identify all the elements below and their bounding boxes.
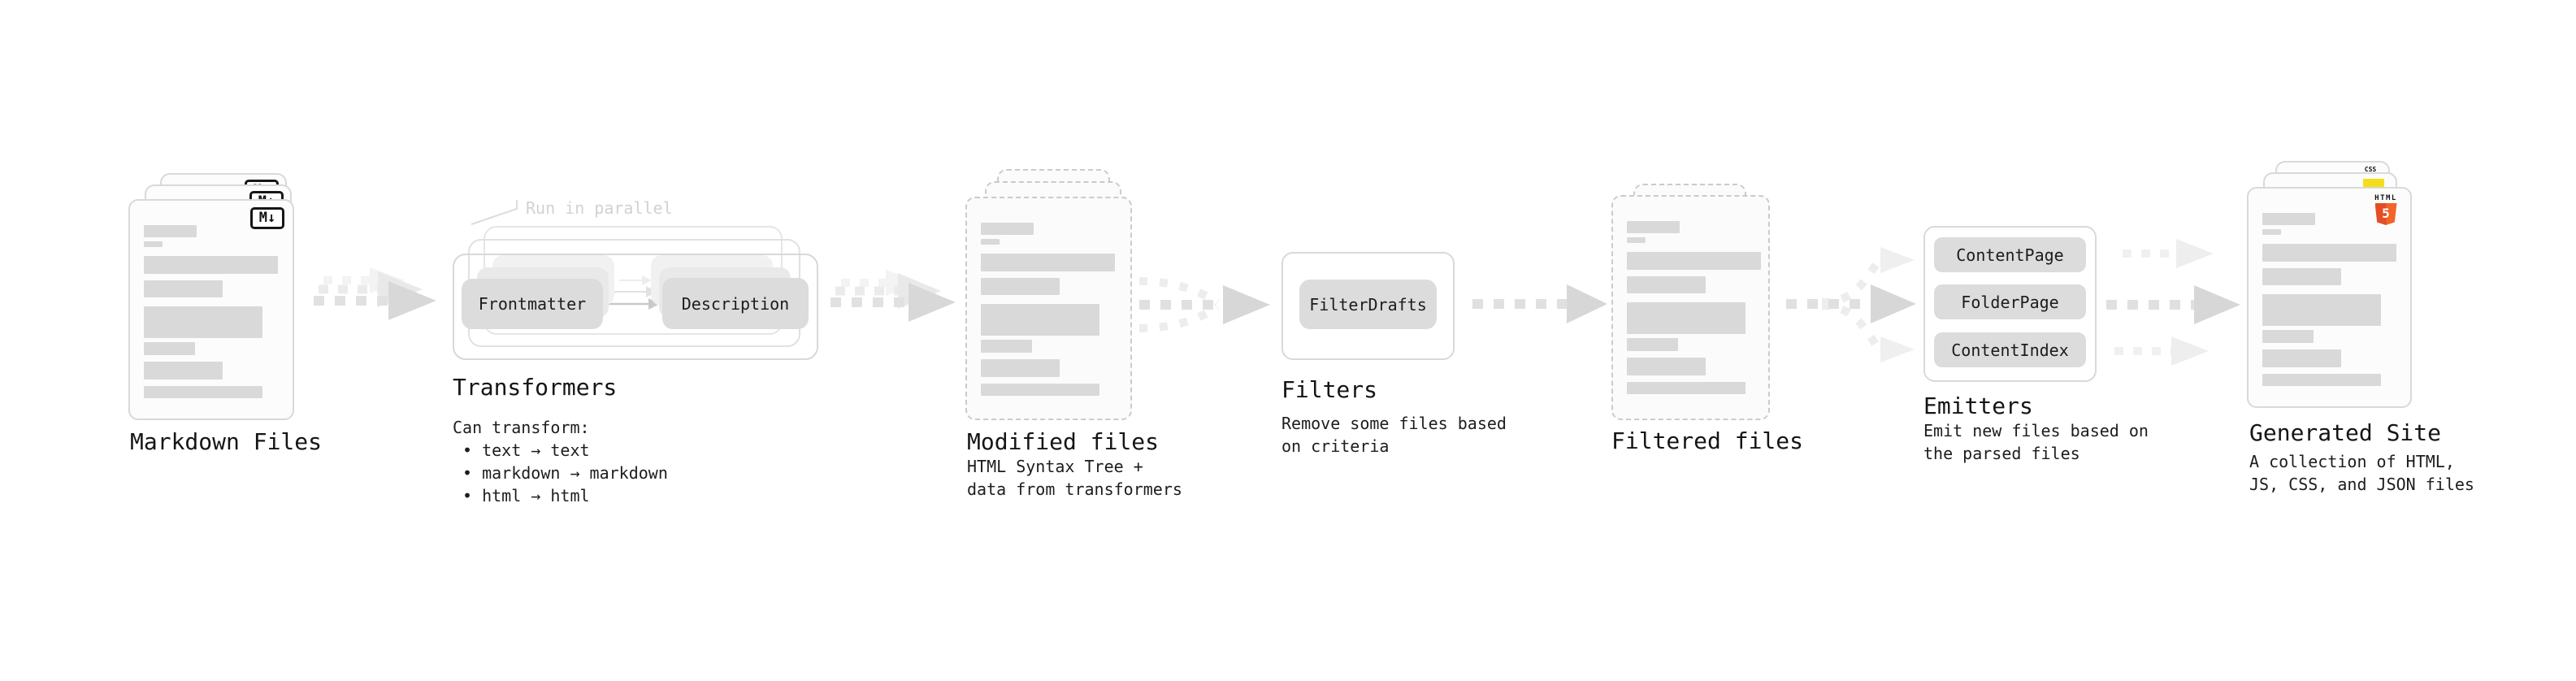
pill-contentindex: ContentIndex xyxy=(1934,332,2086,367)
file-page xyxy=(1611,195,1770,420)
stage-desc-generated-site: A collection of HTML, JS, CSS, and JSON … xyxy=(2249,450,2474,496)
content-bar xyxy=(2262,349,2341,367)
stage-title-emitters: Emitters xyxy=(1923,393,2033,419)
stage-title-filters: Filters xyxy=(1281,376,1378,403)
pill-folderpage: FolderPage xyxy=(1934,284,2086,319)
stage-desc-filters: Remove some files based on criteria xyxy=(1281,412,1507,458)
pill-contentpage: ContentPage xyxy=(1934,237,2086,272)
content-bar xyxy=(1627,276,1706,293)
content-bar xyxy=(144,256,278,274)
css-badge-label: CSS xyxy=(2364,166,2377,173)
content-bar xyxy=(981,384,1099,396)
content-bar xyxy=(144,306,262,338)
arrow-transformers-to-modified xyxy=(830,270,956,322)
stage-title-markdown-files: Markdown Files xyxy=(130,428,323,455)
content-bar xyxy=(2262,374,2381,386)
content-bar xyxy=(1627,358,1706,375)
content-bar xyxy=(2262,330,2314,343)
pill-filterdrafts: FilterDrafts xyxy=(1299,280,1437,329)
doc-content-bars xyxy=(130,201,293,419)
content-bar xyxy=(2262,244,2396,262)
html5-logo-word: HTML xyxy=(2374,194,2397,202)
desc-line: HTML Syntax Tree + xyxy=(967,457,1143,476)
stage-desc-modified-files: HTML Syntax Tree + data from transformer… xyxy=(967,455,1182,501)
desc-line: Can transform: xyxy=(453,418,590,437)
content-bar xyxy=(1627,237,1646,243)
content-bar xyxy=(981,254,1115,271)
content-bar xyxy=(2262,294,2381,326)
desc-line: A collection of HTML, xyxy=(2249,452,2455,471)
transformers-frame-front xyxy=(453,254,818,360)
content-bar xyxy=(1627,338,1678,351)
desc-line: • markdown → markdown xyxy=(462,463,668,483)
doc-content-bars xyxy=(2249,189,2410,406)
stage-desc-emitters: Emit new files based on the parsed files xyxy=(1923,419,2149,465)
content-bar xyxy=(981,340,1032,353)
content-bar xyxy=(1627,221,1680,233)
stage-title-modified-files: Modified files xyxy=(967,428,1160,455)
arrow-filtered-to-emitters-branch xyxy=(1786,247,1916,362)
content-bar xyxy=(144,225,197,237)
content-bar xyxy=(981,239,1000,245)
doc-content-bars xyxy=(1613,197,1768,419)
pill-description: Description xyxy=(662,278,809,329)
content-bar xyxy=(144,241,163,247)
content-bar xyxy=(144,386,262,398)
markdown-logo-badge: M↓ xyxy=(250,207,284,229)
content-bar xyxy=(2262,229,2281,235)
desc-line: • html → html xyxy=(462,486,590,505)
filters-frame xyxy=(1281,252,1455,360)
desc-line: data from transformers xyxy=(967,479,1182,499)
file-page: M↓ xyxy=(128,199,294,420)
content-bar xyxy=(144,362,223,380)
content-bar xyxy=(981,359,1060,377)
stage-title-transformers: Transformers xyxy=(453,374,618,401)
transformer-pill-arrows xyxy=(608,275,660,310)
arrow-emitters-to-generated xyxy=(2106,239,2240,366)
content-bar xyxy=(981,278,1060,295)
desc-line: the parsed files xyxy=(1923,444,2080,463)
content-bar xyxy=(1627,382,1746,394)
file-page: HTML 5 xyxy=(2247,187,2412,408)
doc-content-bars xyxy=(967,198,1130,419)
arrow-markdown-to-transformers xyxy=(314,267,436,320)
desc-line: Remove some files based xyxy=(1281,414,1507,433)
content-bar xyxy=(2262,268,2341,285)
content-bar xyxy=(144,342,195,355)
pill-frontmatter: Frontmatter xyxy=(462,279,603,329)
content-bar xyxy=(2262,213,2315,225)
content-bar xyxy=(981,223,1034,235)
arrow-modified-to-filters-merge xyxy=(1138,277,1270,332)
content-bar xyxy=(1627,252,1761,270)
annotation-leader-line xyxy=(471,200,518,225)
emitters-frame xyxy=(1923,226,2097,382)
arrow-filters-to-filtered xyxy=(1472,284,1607,323)
stage-title-filtered-files: Filtered files xyxy=(1611,427,1804,454)
content-bar xyxy=(144,280,223,297)
desc-line: Emit new files based on xyxy=(1923,421,2149,440)
stage-desc-transformers: Can transform: • text → text • markdown … xyxy=(453,416,668,507)
file-page xyxy=(965,197,1132,420)
html5-logo-shield: 5 xyxy=(2374,203,2397,225)
desc-line: • text → text xyxy=(462,440,590,460)
annotation-run-in-parallel: Run in parallel xyxy=(526,198,673,218)
desc-line: on criteria xyxy=(1281,436,1390,456)
stage-title-generated-site: Generated Site xyxy=(2249,419,2442,446)
html5-logo: HTML 5 xyxy=(2371,194,2400,225)
content-bar xyxy=(1627,302,1746,334)
content-bar xyxy=(981,304,1099,336)
desc-line: JS, CSS, and JSON files xyxy=(2249,475,2474,494)
